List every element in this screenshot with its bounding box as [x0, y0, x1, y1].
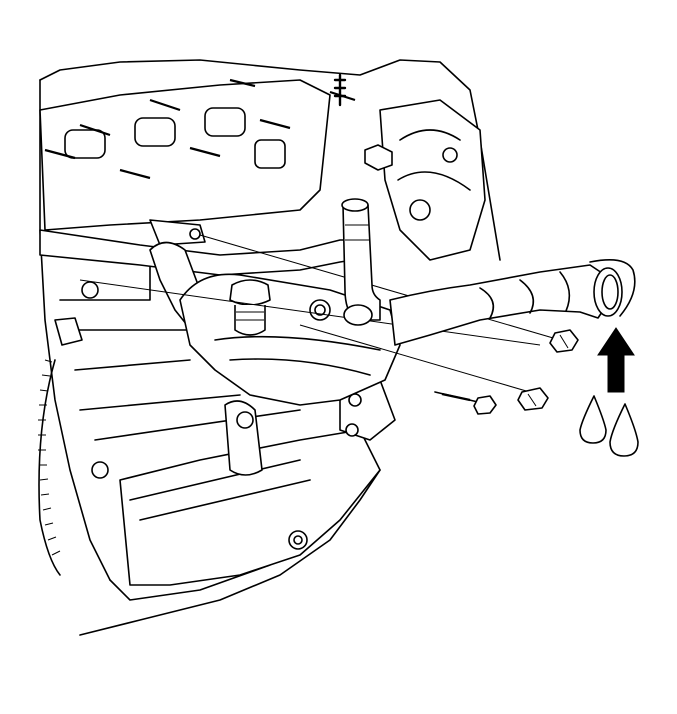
cylinder-head [39, 73, 356, 231]
engine-block [39, 59, 501, 636]
coolant-drop-icon [609, 403, 639, 457]
bolt-middle [517, 387, 549, 411]
water-outlet-housing [79, 234, 561, 406]
bolts [434, 329, 579, 415]
coolant-pipe-upper [39, 219, 366, 276]
flywheel [38, 359, 61, 576]
bolt-stud [434, 391, 497, 415]
bolt-upper [549, 329, 579, 353]
coolant-drop-icon [579, 395, 607, 444]
bypass-tube [341, 198, 381, 326]
arrow-up-icon [597, 327, 635, 393]
radiator-hose [389, 259, 636, 346]
